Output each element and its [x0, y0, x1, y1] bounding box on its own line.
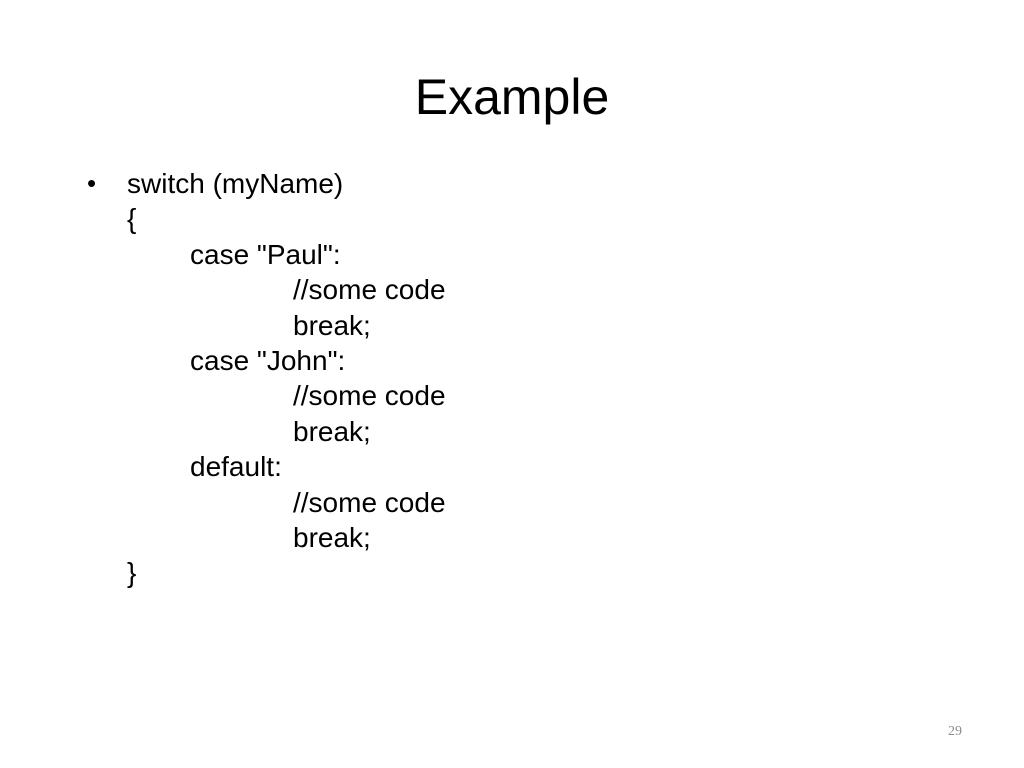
code-line: //some code [293, 486, 446, 518]
code-line: } [127, 557, 137, 589]
code-line: //some code [293, 380, 446, 412]
code-line: break; [293, 521, 371, 553]
slide-title: Example [414, 69, 610, 125]
bullet-icon: • [87, 168, 97, 198]
code-line: default: [190, 451, 282, 483]
slide-number: 29 [948, 724, 962, 739]
code-line: //some code [293, 274, 446, 306]
code-line: switch (myName) [127, 168, 344, 199]
code-line: case "Paul": [190, 238, 341, 270]
code-line: break; [293, 309, 371, 341]
code-line: break; [293, 415, 371, 447]
code-line: { [127, 203, 137, 235]
code-line: case "John": [190, 344, 346, 376]
